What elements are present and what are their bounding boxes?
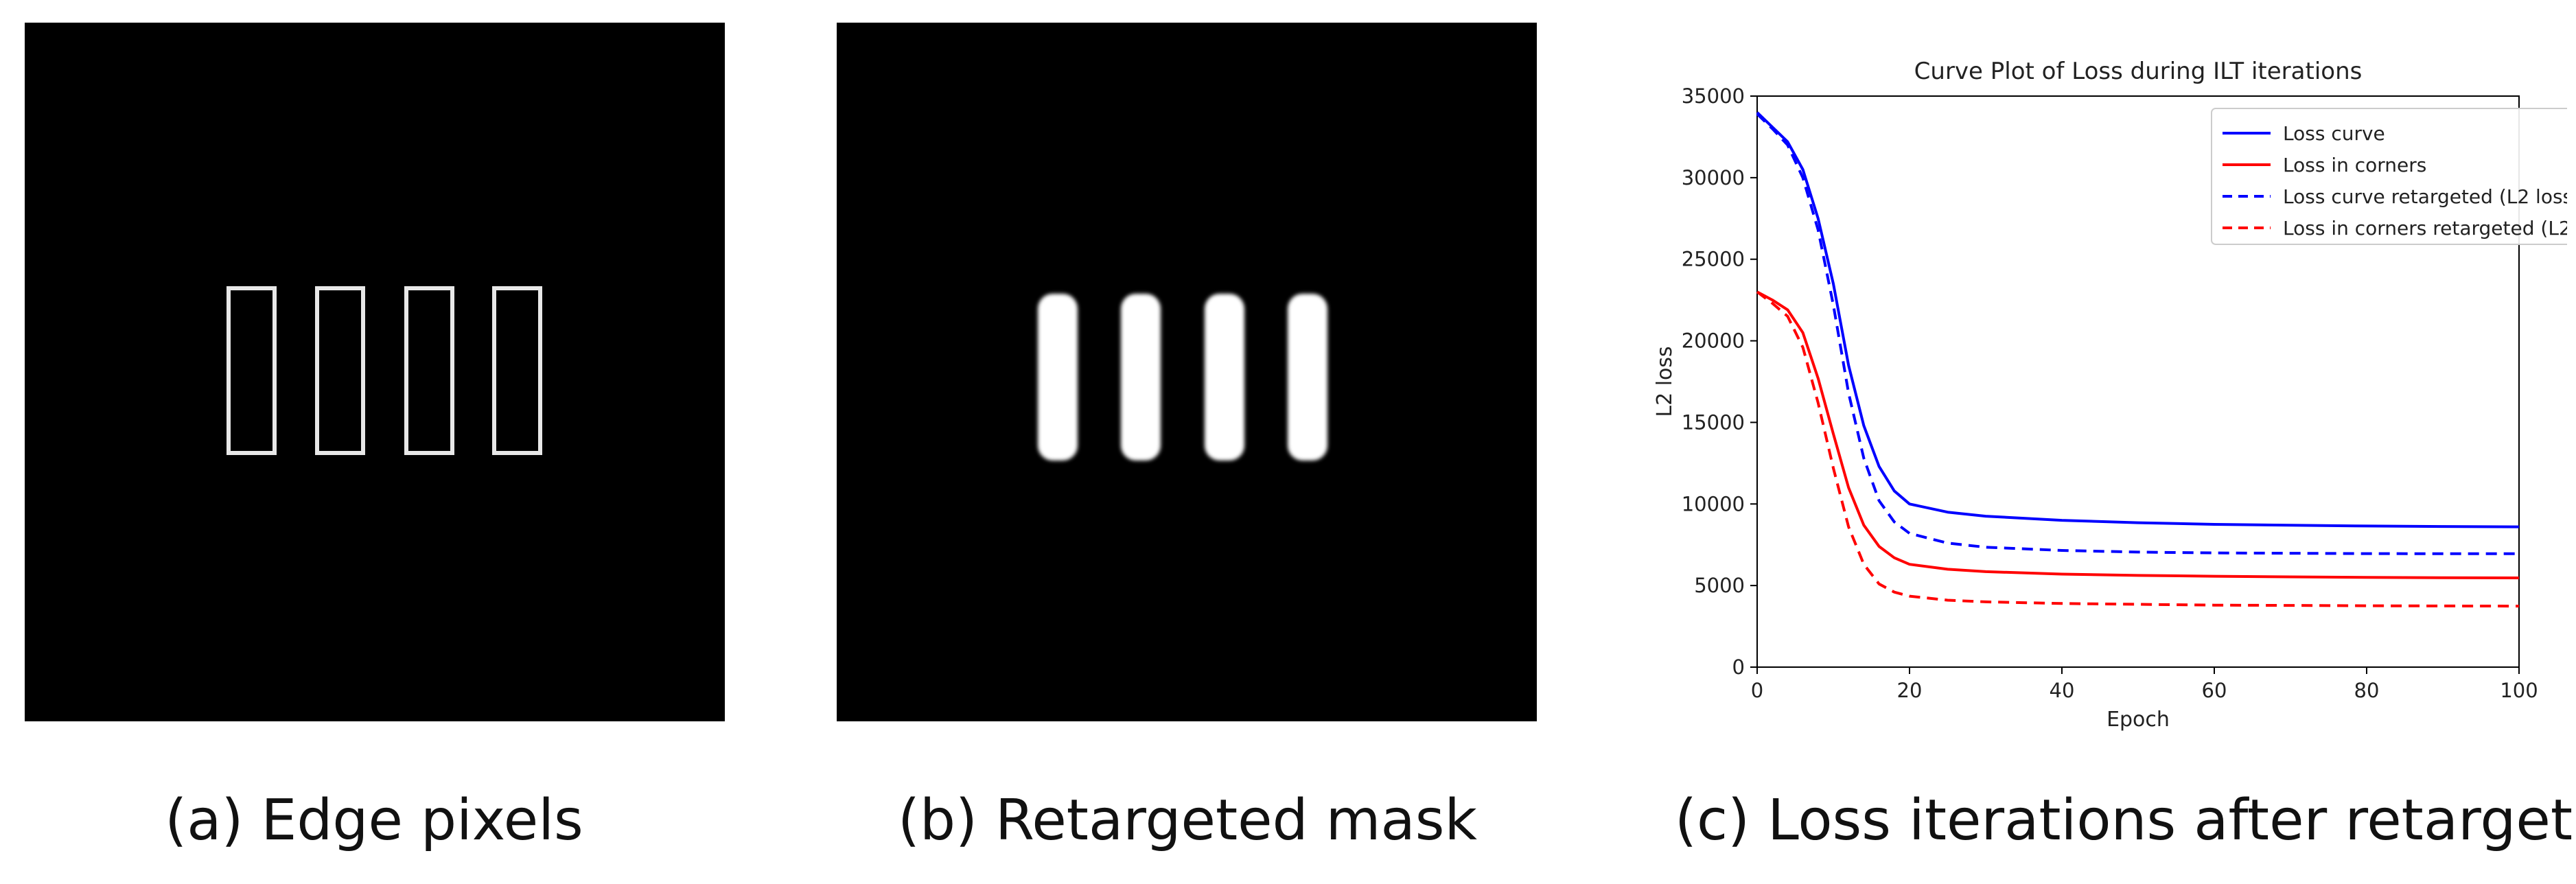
series-lines [1756, 111, 2520, 608]
edge-rect-3 [404, 286, 454, 455]
x-tick-label: 0 [1751, 679, 1763, 702]
edge-pixels-image [25, 23, 725, 721]
y-axis-label: L2 loss [1653, 346, 1677, 417]
series-line-1 [1756, 111, 2520, 528]
y-tick-label: 20000 [1682, 329, 1745, 353]
y-tick-label: 35000 [1682, 84, 1745, 108]
x-tick-label: 60 [2202, 679, 2227, 702]
edge-rect-2 [315, 286, 365, 455]
legend-label: Loss curve [2283, 122, 2385, 145]
caption-b: (b) Retargeted mask [897, 788, 1478, 853]
series-line-2 [1756, 290, 2520, 579]
x-tick-label: 40 [2050, 679, 2075, 702]
edge-rect-1 [227, 286, 277, 455]
x-tick-label: 100 [2500, 679, 2538, 702]
retargeted-mask-figure [1038, 294, 1327, 461]
x-tick-label: 80 [2354, 679, 2380, 702]
y-tick-label: 0 [1732, 655, 1745, 679]
legend-label: Loss in corners retargeted (L2 loss with… [2283, 217, 2567, 240]
y-tick-label: 10000 [1682, 492, 1745, 515]
y-tick-label: 15000 [1682, 410, 1745, 434]
y-tick-label: 5000 [1694, 574, 1745, 597]
edge-pixels-figure [227, 286, 542, 455]
series-line-3 [1756, 113, 2519, 555]
legend-label: Loss curve retargeted (L2 loss with old … [2283, 185, 2567, 208]
legend-label: Loss in corners [2283, 154, 2426, 176]
mask-bar-4 [1288, 294, 1327, 461]
chart-title: Curve Plot of Loss during ILT iterations [1914, 58, 2363, 85]
y-tick-label: 30000 [1682, 166, 1745, 189]
x-tick-label: 20 [1897, 679, 1923, 702]
mask-bar-2 [1121, 294, 1161, 461]
axis-ticks: 0 20 40 60 80 100 0 5000 10000 15000 20000 25000 300… [1682, 84, 2538, 702]
y-tick-label: 25000 [1682, 248, 1745, 271]
loss-chart: Curve Plot of Loss during ILT iterations… [1653, 58, 2567, 732]
mask-bar-1 [1038, 294, 1078, 461]
series-line-4 [1756, 290, 2520, 608]
edge-rect-4 [492, 286, 542, 455]
mask-bar-3 [1205, 294, 1244, 461]
caption-a: (a) Edge pixels [165, 788, 583, 853]
caption-c: (c) Loss iterations after retargeting [1675, 788, 2576, 853]
retargeted-mask-image [837, 23, 1537, 721]
legend-box [2211, 108, 2567, 245]
x-axis-label: Epoch [2107, 708, 2170, 732]
